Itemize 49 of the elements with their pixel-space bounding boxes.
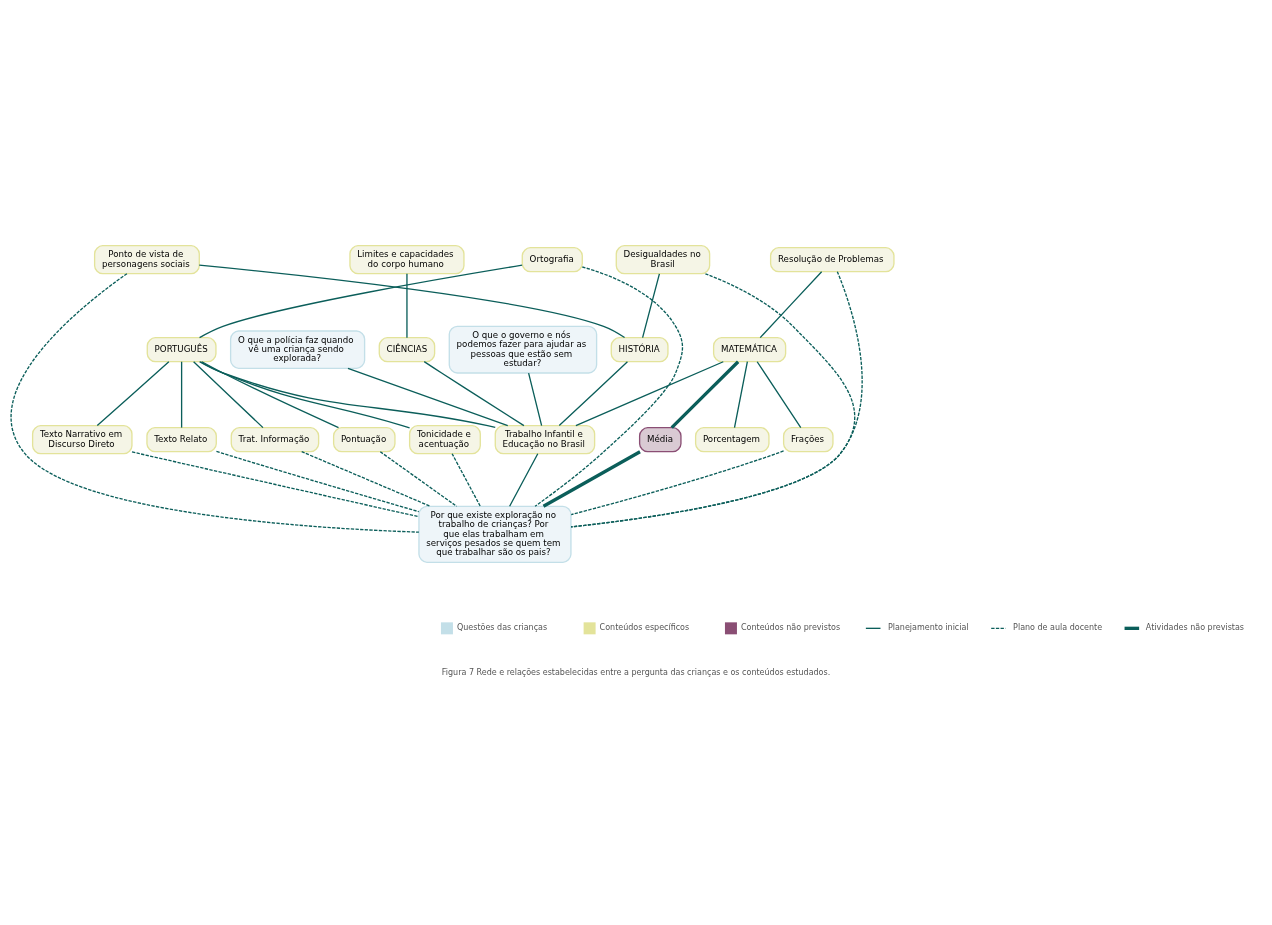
node-box: Tonicidade e acentuação [408,424,481,454]
node-box: Texto Narrativo em Discurso Direto [31,424,133,454]
node-box: Resolução de Problemas [769,246,895,272]
connector [301,450,432,507]
connector [733,360,749,428]
connector [406,272,408,338]
connector [198,263,626,338]
node-box: Texto Relato [146,426,217,452]
connector [558,360,629,426]
connector [542,449,641,508]
connector [131,450,420,517]
connector [10,272,420,533]
connector [96,360,170,426]
connector [527,372,543,426]
node-box: Porcentagem [694,426,770,452]
connector [192,360,264,428]
node-box: O que o governo e nós podemos fazer para ajudar as pessoas que estão sem estudar? [448,325,598,374]
connector [570,449,785,515]
node-box: Frações [782,426,834,452]
connector [347,367,509,426]
node-box: Média [638,426,682,452]
node-box: O que a polícia faz quando vê uma criança sendo explorada? [229,329,366,369]
connector [180,360,183,428]
connector [508,452,539,507]
connector [451,452,481,507]
connector [670,360,740,429]
node-box: HISTÓRIA [610,336,669,362]
node-box: Ortografia [521,246,583,272]
connector [199,360,411,429]
connector [198,360,496,428]
connector [756,360,802,428]
node-box: PORTUGUÊS [146,336,217,362]
connector [198,264,523,338]
connector [423,360,525,426]
node-box: Trat. Informação [230,426,320,452]
connector [201,360,340,428]
node-box: Ponto de vista de personagens sociais [93,244,200,274]
connector [575,360,724,426]
connector [379,450,458,507]
node-box: Desigualdades no Brasil [615,244,711,274]
node-box: Pontuação [332,426,396,452]
connector [215,450,420,512]
node-box: Por que existe exploração no trabalho de crianças? Por que elas trabalham em serviços pesados se quem tem que trabalhar são os pais? [418,505,572,563]
node-box: CIÊNCIAS [378,336,436,362]
connector [759,270,823,338]
node-box: Limites e capacidades do corpo humano [349,244,465,274]
node-box: MATEMÁTICA [712,336,787,362]
node-box: Trabalho Infantil e Educação no Brasil [494,424,596,454]
connector [641,272,661,338]
